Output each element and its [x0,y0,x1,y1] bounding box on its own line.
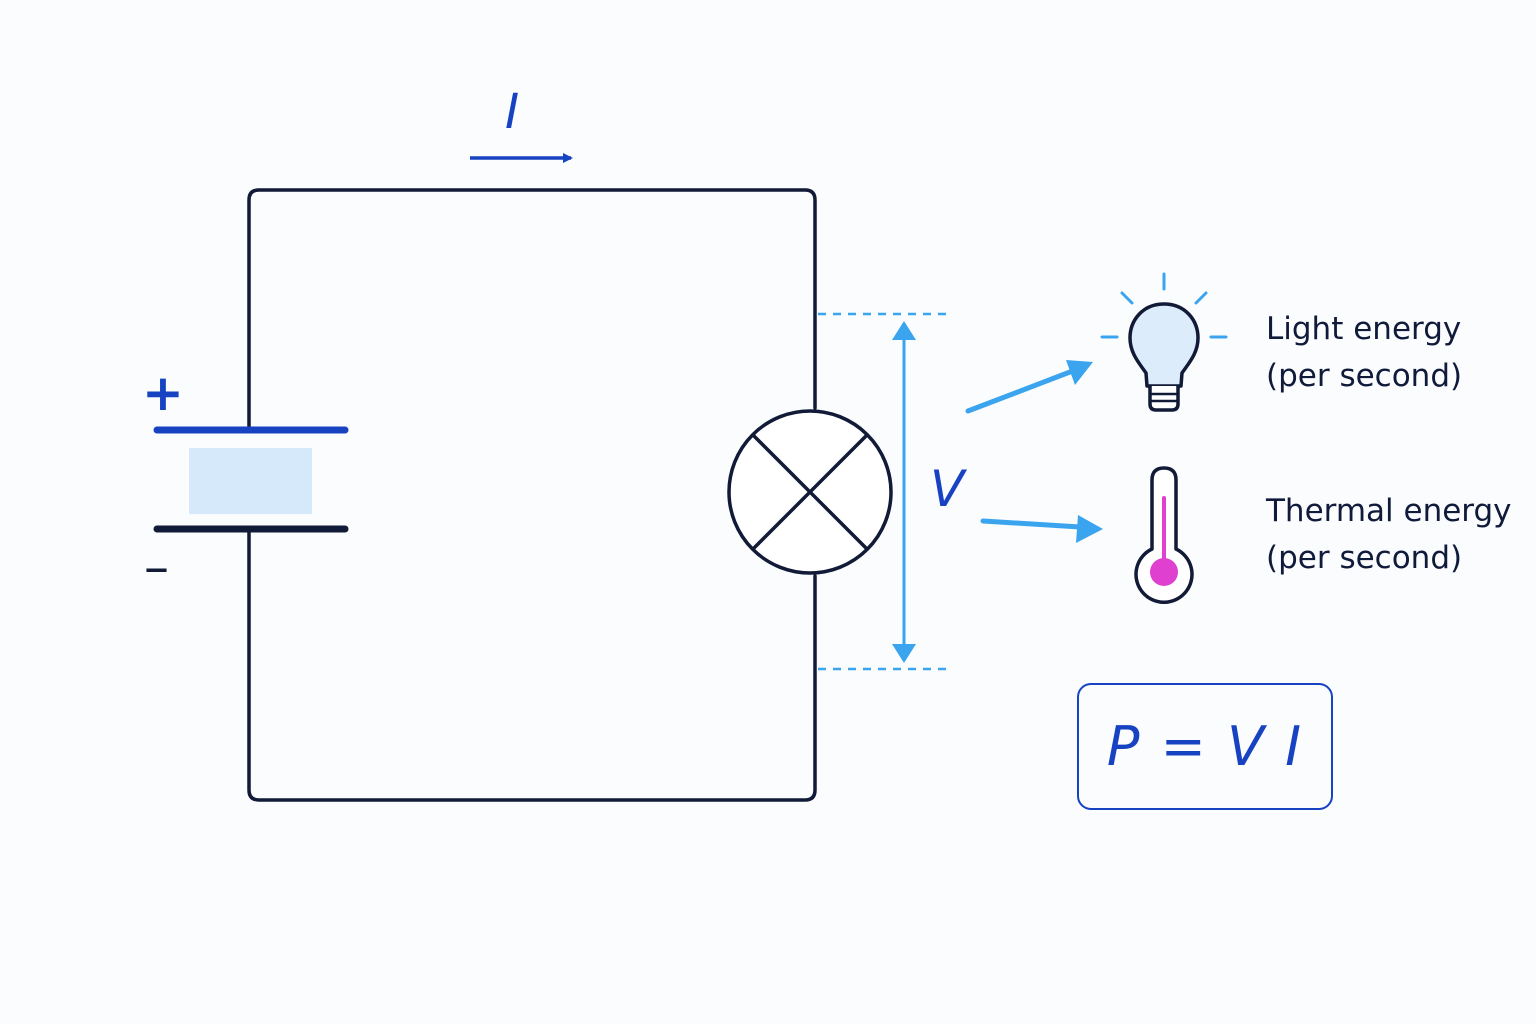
lamp-symbol [727,409,893,575]
voltage-indicator [818,312,950,671]
power-formula: P = V I [1106,715,1304,778]
light-energy-line2: (per second) [1266,358,1463,394]
light-energy-line1: Light energy [1266,311,1462,347]
battery-cell [153,426,349,533]
light-bulb-icon [1100,272,1228,412]
thermal-transfer-arrow [980,515,1103,543]
voltage-arrowhead-bottom [892,644,916,663]
light-energy-label: Light energy (per second) [1266,306,1462,400]
cell-body [189,448,312,514]
thermal-energy-line2: (per second) [1266,540,1463,576]
circuit-wire [247,188,817,802]
power-formula-box: P = V I [1077,683,1333,810]
light-transfer-arrow [965,360,1093,414]
thermal-energy-line1: Thermal energy [1266,493,1512,529]
positive-terminal-sign: + [142,364,184,422]
voltage-arrowhead-top [892,321,916,340]
thermal-energy-label: Thermal energy (per second) [1266,488,1512,582]
voltage-symbol: V [930,460,965,518]
current-symbol: I [505,84,520,140]
thermometer-icon [1134,466,1194,604]
negative-terminal-sign: – [144,538,169,596]
